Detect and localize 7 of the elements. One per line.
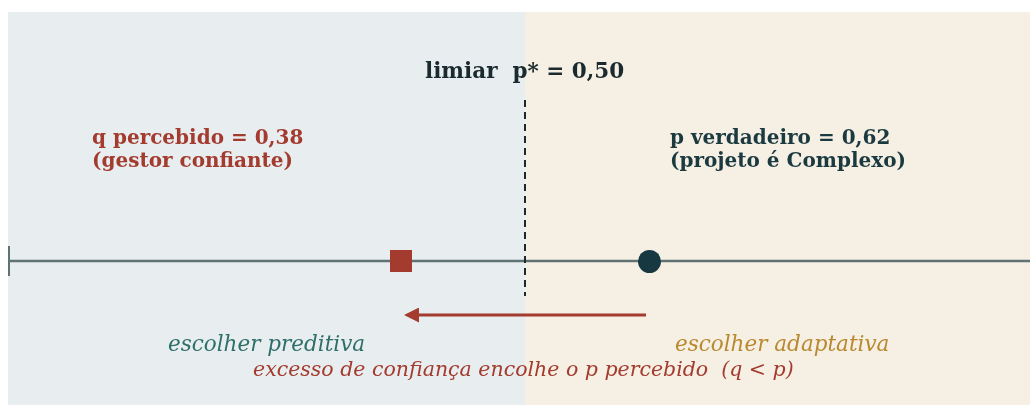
region-label: escolher adaptativa	[675, 330, 890, 358]
value-label: p verdadeiro = 0,62 (projeto é Complexo)	[670, 126, 907, 172]
threshold-label: limiar p* = 0,50	[425, 57, 625, 85]
value-label: q percebido = 0,38 (gestor confiante)	[92, 126, 305, 172]
region-label: escolher preditiva	[168, 330, 366, 358]
caption-text: excesso de confiança encolhe o p percebido (q < p)	[253, 356, 794, 383]
square-marker	[390, 250, 412, 272]
